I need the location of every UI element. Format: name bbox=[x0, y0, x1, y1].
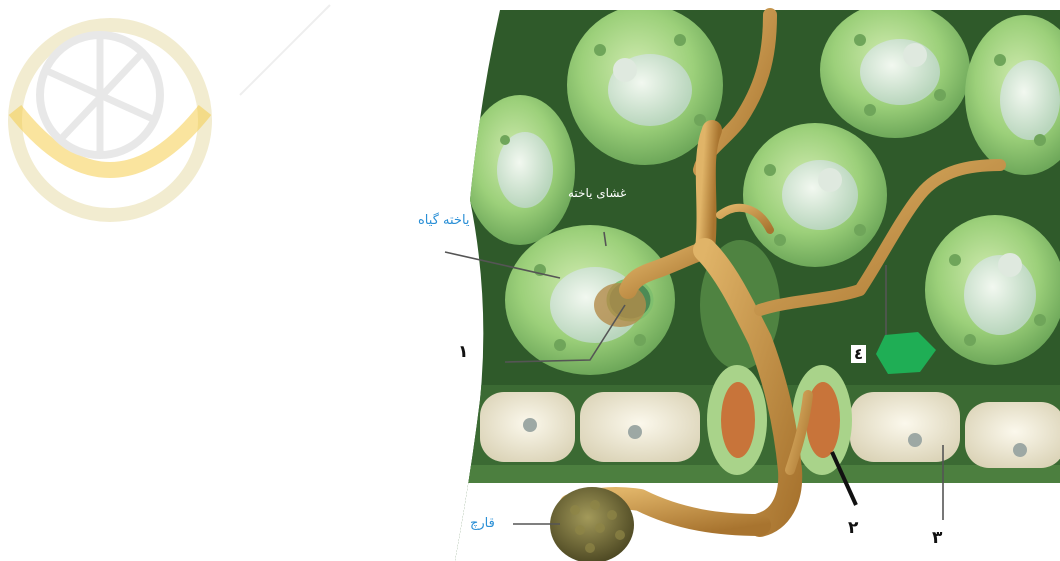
label-number-1: ١ bbox=[458, 342, 468, 362]
label-number-3: ٣ bbox=[932, 528, 942, 548]
leaf-tissue bbox=[440, 0, 1060, 561]
lemon-logo-watermark bbox=[15, 5, 330, 215]
fungus-spore bbox=[550, 487, 634, 561]
plant-cell-label: یاخته گیاه bbox=[418, 213, 470, 228]
fungus-label: قارچ bbox=[470, 516, 495, 531]
label-number-4: ٤ bbox=[851, 345, 866, 363]
cell-membrane-label: غشای یاخته bbox=[568, 186, 626, 200]
label-number-2: ٢ bbox=[848, 518, 858, 538]
